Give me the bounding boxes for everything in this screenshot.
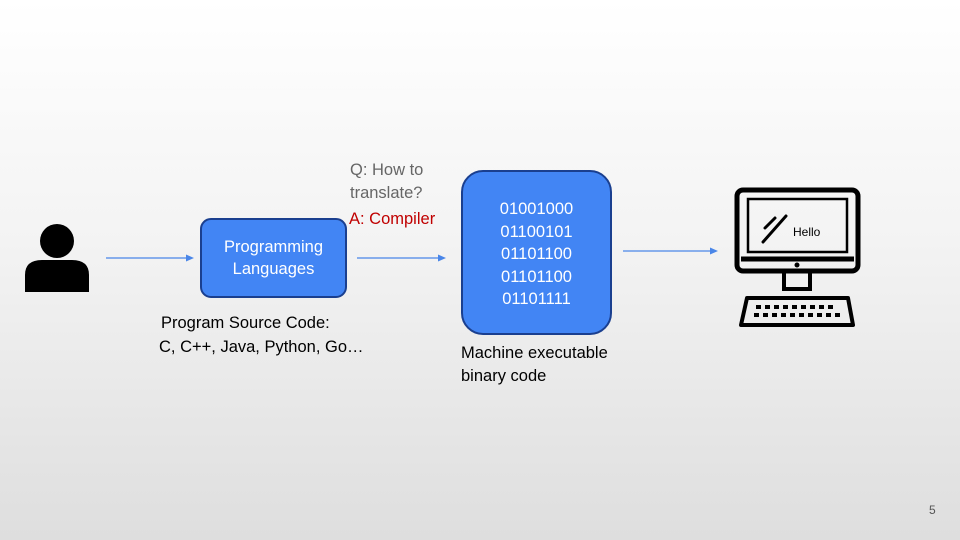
question-line-1: Q: How to <box>350 161 424 179</box>
source-caption-line-1: Program Source Code: <box>161 314 330 332</box>
programming-languages-box: Programming Languages <box>200 218 347 298</box>
page-number: 5 <box>929 503 936 517</box>
binary-caption-line-1: Machine executable <box>461 344 608 362</box>
binary-line-5: 01101111 <box>502 290 571 308</box>
binary-line-3: 01101100 <box>501 245 572 263</box>
binary-caption-line-2: binary code <box>461 367 547 385</box>
arrow-binary-to-computer <box>623 247 718 255</box>
binary-line-2: 01100101 <box>500 222 573 241</box>
languages-line-1: Programming <box>223 238 324 256</box>
binary-line-4: 01101100 <box>501 267 572 286</box>
arrow-languages-to-binary <box>357 254 446 262</box>
screen-hello-text: Hello <box>793 225 821 239</box>
binary-caption: Machine executable binary code <box>461 342 608 388</box>
binary-line-1: 01001000 <box>499 200 574 218</box>
answer-text: A: Compiler <box>349 210 436 228</box>
question-text: Q: How to translate? <box>350 159 423 205</box>
languages-line-2: Languages <box>232 260 315 278</box>
user-icon <box>25 224 89 292</box>
question-line-2: translate? <box>350 184 423 202</box>
binary-code-box: 01001000 01100101 01101100 01101100 0110… <box>461 170 612 335</box>
computer-icon <box>734 187 861 327</box>
source-caption-line-2: C, C++, Java, Python, Go… <box>159 338 364 356</box>
arrow-user-to-languages <box>106 254 194 262</box>
